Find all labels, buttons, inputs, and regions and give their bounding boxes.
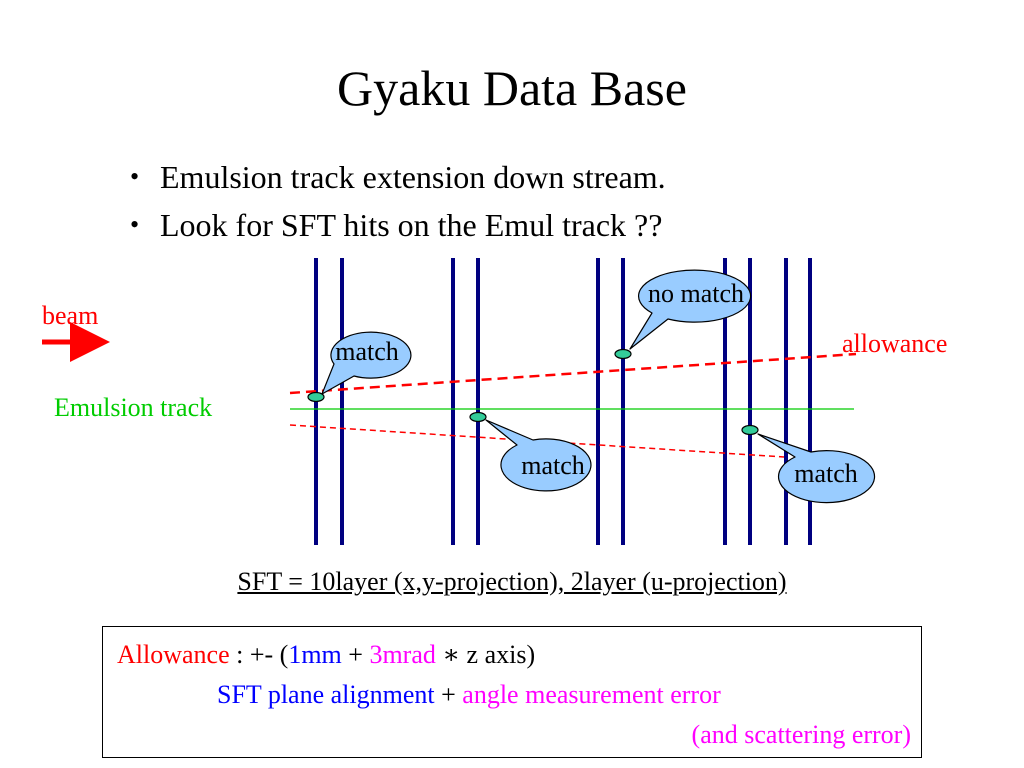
plus-sign: + xyxy=(434,680,463,709)
bullet-dot-icon: • xyxy=(130,210,140,239)
beam-label: beam xyxy=(42,301,98,330)
allowance-word: Allowance xyxy=(117,640,230,669)
slide-title: Gyaku Data Base xyxy=(337,60,687,116)
callout-bubble xyxy=(321,331,412,395)
callout-bubble xyxy=(757,433,876,504)
callout-match-right: match xyxy=(757,433,876,504)
angle-error-source: angle measurement error xyxy=(462,680,721,709)
callout-text: match xyxy=(335,337,399,366)
callout-bubble xyxy=(485,419,592,492)
callout-text: match xyxy=(794,459,858,488)
sft-hit-marker xyxy=(469,411,487,423)
bullet-item: • Look for SFT hits on the Emul track ?? xyxy=(130,204,666,252)
bullet-text: Look for SFT hits on the Emul track ?? xyxy=(160,207,663,243)
alignment-source: SFT plane alignment xyxy=(217,680,435,709)
allowance-source-line: SFT plane alignment + angle measurement … xyxy=(217,675,721,715)
angle-term: 3mrad xyxy=(369,640,436,669)
bullet-dot-icon: • xyxy=(130,162,140,191)
sft-hit-marker xyxy=(307,391,325,403)
z-axis-term: z axis) xyxy=(466,640,536,669)
sft-layer-note-text: SFT = 10layer (x,y-projection), 2layer (… xyxy=(237,567,787,596)
callout-text: no match xyxy=(648,279,744,308)
bullet-text: Emulsion track extension down stream. xyxy=(160,159,666,195)
allowance-formula-line: Allowance : +- (1mm + 3mrad ∗ z axis) xyxy=(117,635,535,675)
callout-match-middle: match xyxy=(485,419,592,492)
formula-separator: : +- ( xyxy=(229,640,289,669)
emulsion-track-label: Emulsion track xyxy=(54,393,212,422)
position-term: 1mm xyxy=(288,640,342,669)
callout-no-match: no match xyxy=(629,269,752,350)
sft-hits xyxy=(307,348,759,436)
callout-bubble xyxy=(629,269,752,350)
multiply-sign: ∗ xyxy=(435,640,467,669)
plus-sign: + xyxy=(341,640,370,669)
bullet-list: • Emulsion track extension down stream. … xyxy=(130,156,666,252)
sft-hit-marker xyxy=(614,348,632,360)
sft-diagram: beam allowance Emulsion track match no m… xyxy=(42,258,947,545)
allowance-formula-box: Allowance : +- (1mm + 3mrad ∗ z axis) SF… xyxy=(102,626,922,758)
callout-text: match xyxy=(521,451,585,480)
scattering-error-note: (and scattering error) xyxy=(691,720,911,749)
sft-layer-note: SFT = 10layer (x,y-projection), 2layer (… xyxy=(0,566,1024,598)
allowance-lower-line xyxy=(289,424,785,458)
bullet-item: • Emulsion track extension down stream. xyxy=(130,156,666,204)
allowance-label: allowance xyxy=(842,329,947,358)
callout-match-left: match xyxy=(321,331,412,395)
sft-hit-marker xyxy=(741,424,759,436)
allowance-upper-line xyxy=(289,352,857,395)
